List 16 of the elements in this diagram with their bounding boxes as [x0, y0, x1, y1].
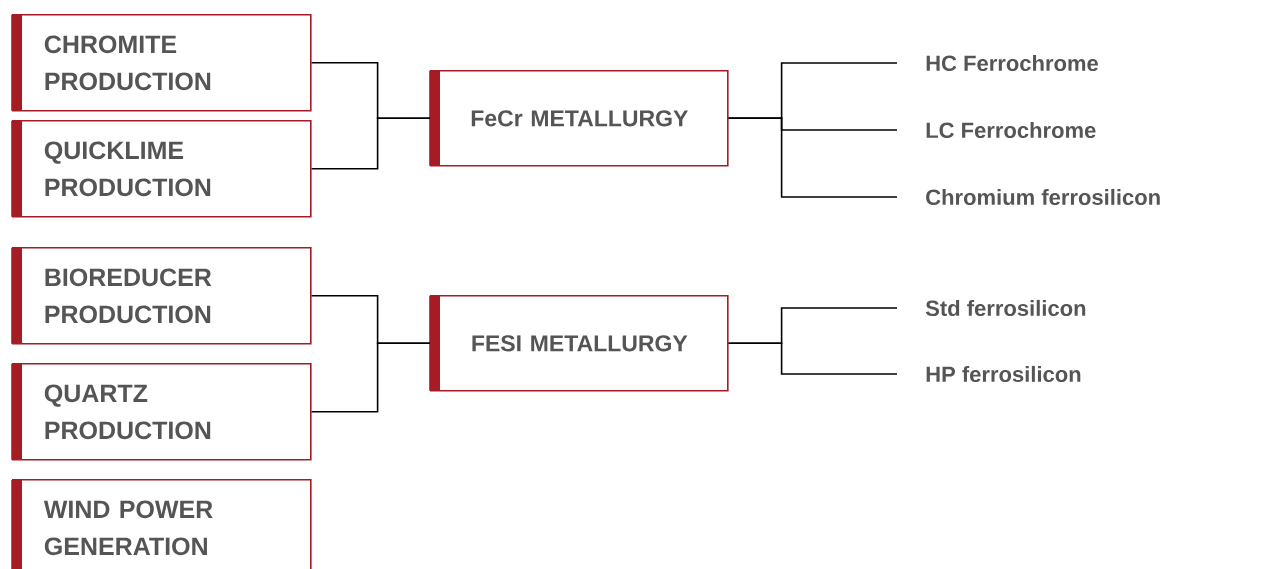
- process-box: QUICKLIME PRODUCTION: [11, 120, 312, 218]
- process-box: FeCr METALLURGY: [429, 70, 729, 167]
- connector-line: [310, 117, 431, 170]
- output-label: Chromium ferrosilicon: [926, 188, 1160, 206]
- process-box: BIOREDUCER PRODUCTION: [11, 247, 312, 345]
- output-label: Std ferrosilicon: [925, 299, 1086, 317]
- connector-line: [727, 117, 898, 198]
- process-box: WIND POWER GENERATION: [11, 479, 312, 569]
- connector-line: [727, 342, 898, 375]
- output-label: HP ferrosilicon: [926, 365, 1081, 383]
- process-box: FESI METALLURGY: [429, 295, 729, 392]
- output-label: HC Ferrochrome: [926, 54, 1098, 72]
- process-box: QUARTZ PRODUCTION: [11, 363, 312, 461]
- connector-line: [310, 342, 431, 413]
- output-label: LC Ferrochrome: [926, 121, 1096, 139]
- process-box: CHROMITE PRODUCTION: [11, 14, 312, 112]
